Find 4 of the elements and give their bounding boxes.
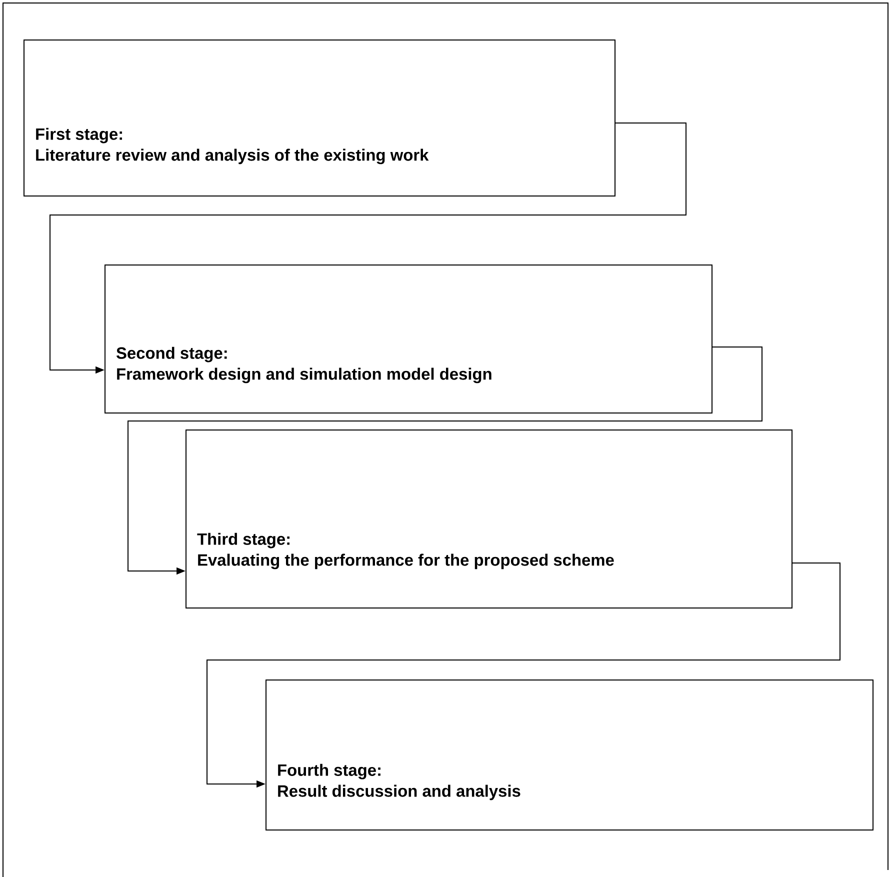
process-box: First stage: Literature review and analysis of the existing work xyxy=(24,40,616,196)
process-box: Fourth stage: Result discussion and analysis xyxy=(266,680,874,830)
process-box: Third stage: Evaluating the performance for the proposed scheme xyxy=(186,430,792,608)
process-box: Second stage: Framework design and simulation model design xyxy=(104,264,712,414)
